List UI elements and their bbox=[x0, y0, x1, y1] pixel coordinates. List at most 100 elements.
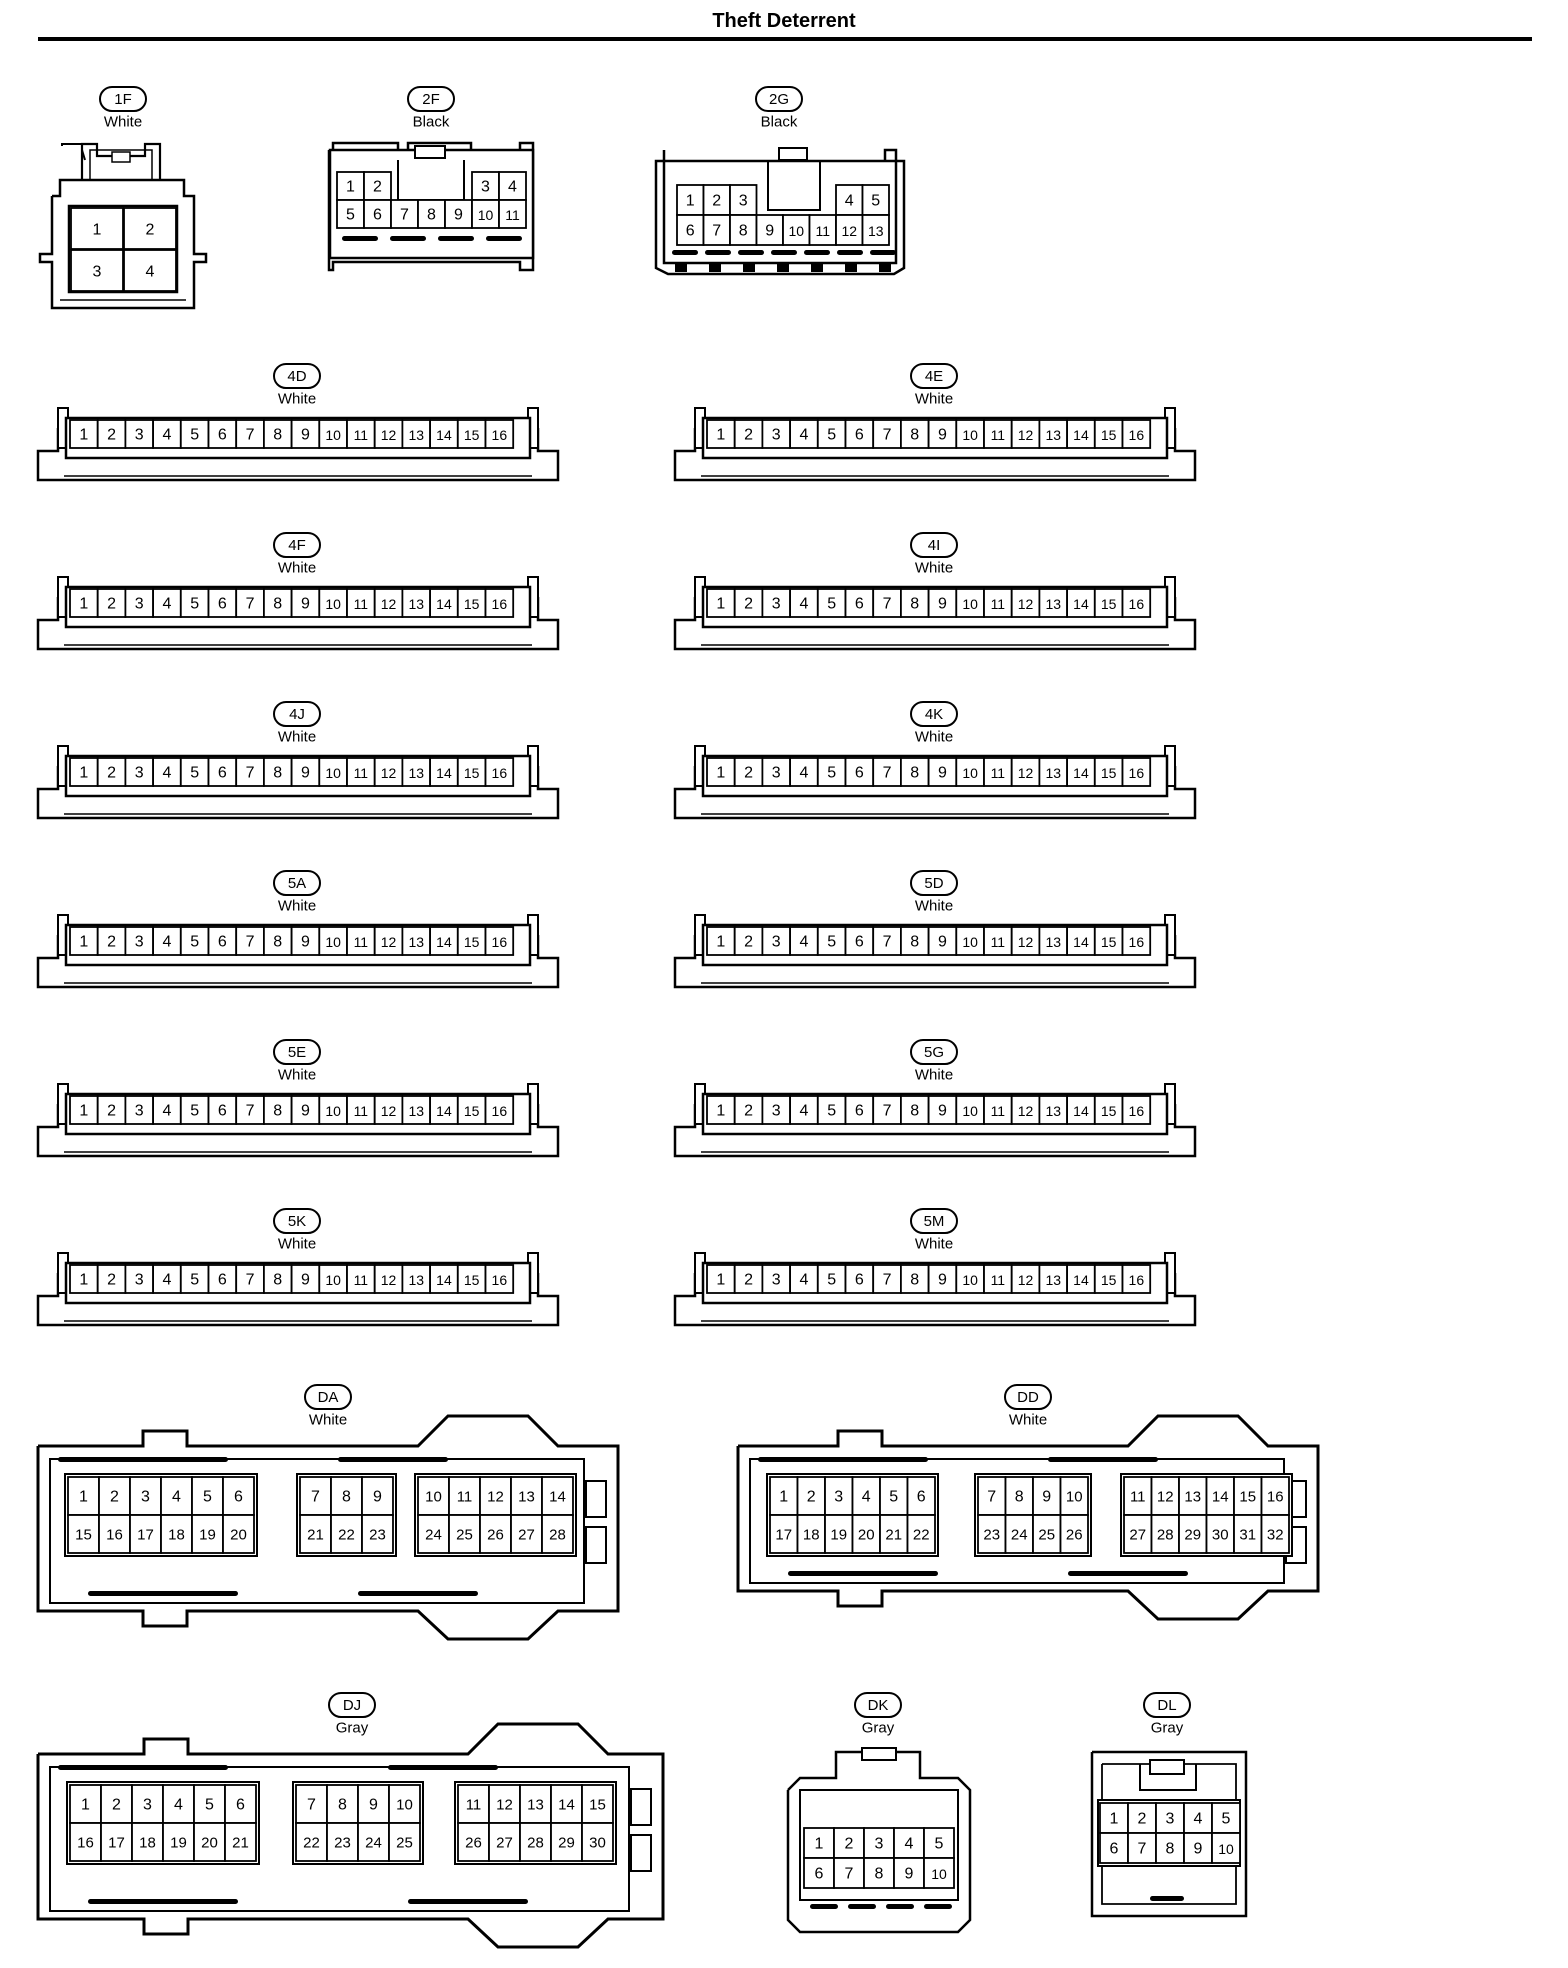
latch-slot bbox=[408, 1899, 528, 1904]
pin-number: 14 bbox=[549, 1489, 566, 1506]
pin-cell bbox=[1066, 757, 1096, 787]
pin-number: 15 bbox=[464, 934, 480, 950]
pin-cell bbox=[872, 419, 902, 449]
pin-cell bbox=[160, 1514, 193, 1554]
housing-outline bbox=[673, 597, 1197, 651]
pin-number: 2 bbox=[107, 596, 116, 613]
pin-number: 1 bbox=[716, 934, 725, 951]
pin-cell bbox=[129, 1476, 162, 1516]
pin-number: 1 bbox=[716, 427, 725, 444]
pin-number: 2 bbox=[744, 934, 753, 951]
pin-cell bbox=[484, 588, 515, 618]
housing-outline bbox=[36, 1273, 560, 1327]
pin-cell bbox=[955, 1095, 985, 1125]
connector-color: White bbox=[278, 1067, 316, 1084]
connector-color: White bbox=[278, 1236, 316, 1253]
pin-number: 10 bbox=[962, 427, 978, 443]
pin-number: 5 bbox=[203, 1489, 212, 1506]
pin-cell bbox=[179, 1095, 210, 1125]
pin-number: 1 bbox=[93, 222, 102, 239]
pin-number: 8 bbox=[1166, 1841, 1175, 1858]
pin-cell bbox=[872, 1264, 902, 1294]
pin-number: 24 bbox=[425, 1527, 442, 1544]
pin-cell bbox=[706, 419, 736, 449]
pin-number: 9 bbox=[938, 596, 947, 613]
housing-outline bbox=[673, 1273, 1197, 1327]
pin-cell bbox=[235, 1264, 265, 1294]
pin-number: 16 bbox=[492, 934, 508, 950]
pin-number: 2 bbox=[744, 1103, 753, 1120]
connector-id-badge bbox=[910, 701, 958, 727]
pin-cell bbox=[98, 1514, 131, 1554]
pin-number: 12 bbox=[496, 1797, 513, 1814]
pin-cell bbox=[457, 1784, 490, 1824]
pin-cell bbox=[484, 1264, 515, 1294]
pin-cell bbox=[207, 1095, 238, 1125]
pin-cell bbox=[803, 1827, 835, 1859]
pin-number: 11 bbox=[815, 223, 830, 239]
pin-cell bbox=[733, 1264, 764, 1294]
connector-id: 4K bbox=[925, 706, 943, 723]
pin-cell bbox=[1211, 1832, 1241, 1864]
pin-cell bbox=[484, 1095, 515, 1125]
pin-number: 6 bbox=[855, 765, 864, 782]
pin-cell bbox=[456, 926, 487, 956]
pin-number: 7 bbox=[400, 207, 409, 224]
side-lock bbox=[630, 1788, 652, 1826]
pin-number: 10 bbox=[325, 934, 341, 950]
connector-id-badge bbox=[304, 1384, 352, 1410]
pin-number: 16 bbox=[77, 1835, 94, 1852]
connector-color: White bbox=[915, 729, 953, 746]
pin-number: 8 bbox=[338, 1797, 347, 1814]
pin-cell bbox=[390, 199, 419, 229]
pin-number: 25 bbox=[396, 1835, 413, 1852]
pin-number: 14 bbox=[1073, 1272, 1089, 1288]
pin-number: 1 bbox=[79, 1272, 88, 1289]
pin-cell bbox=[207, 1264, 238, 1294]
pin-number: 15 bbox=[1101, 1272, 1117, 1288]
pin-number: 9 bbox=[938, 765, 947, 782]
latch-slot bbox=[58, 1457, 228, 1462]
latch-slot bbox=[810, 1904, 838, 1909]
pin-cell bbox=[955, 757, 985, 787]
pin-cell bbox=[900, 926, 930, 956]
pin-number: 5 bbox=[190, 1103, 199, 1120]
pin-number: 23 bbox=[369, 1527, 386, 1544]
housing-outline bbox=[654, 148, 906, 276]
connector-id-badge bbox=[910, 532, 958, 558]
pin-cell bbox=[1121, 419, 1152, 449]
pin-cell bbox=[457, 1822, 490, 1862]
pin-cell bbox=[318, 419, 348, 449]
pin-number: 15 bbox=[1101, 596, 1117, 612]
pin-number: 16 bbox=[1129, 596, 1145, 612]
pin-number: 14 bbox=[1073, 934, 1089, 950]
pin-number: 23 bbox=[334, 1835, 351, 1852]
pin-number: 3 bbox=[135, 765, 144, 782]
pin-cell bbox=[1032, 1514, 1062, 1554]
pin-cell bbox=[498, 199, 527, 229]
pin-cell bbox=[541, 1514, 574, 1554]
latch-slot bbox=[342, 236, 378, 241]
pin-cell bbox=[983, 757, 1013, 787]
inner-frame bbox=[49, 1766, 630, 1912]
pin-cell bbox=[388, 1822, 421, 1862]
pin-number: 3 bbox=[834, 1489, 843, 1506]
pin-cell bbox=[983, 419, 1013, 449]
pin-number: 11 bbox=[991, 427, 1006, 443]
pin-number: 9 bbox=[905, 1866, 914, 1883]
pin-cell bbox=[789, 1264, 819, 1294]
pin-number: 8 bbox=[910, 1272, 919, 1289]
pin-number: 7 bbox=[311, 1489, 320, 1506]
connector-id-badge bbox=[910, 1039, 958, 1065]
pin-cell bbox=[977, 1514, 1007, 1554]
pin-number: 30 bbox=[589, 1835, 606, 1852]
pin-number: 3 bbox=[772, 427, 781, 444]
connector-id-badge bbox=[910, 870, 958, 896]
pin-number: 9 bbox=[301, 596, 310, 613]
housing-outline bbox=[673, 428, 1197, 482]
pin-cell bbox=[235, 926, 265, 956]
